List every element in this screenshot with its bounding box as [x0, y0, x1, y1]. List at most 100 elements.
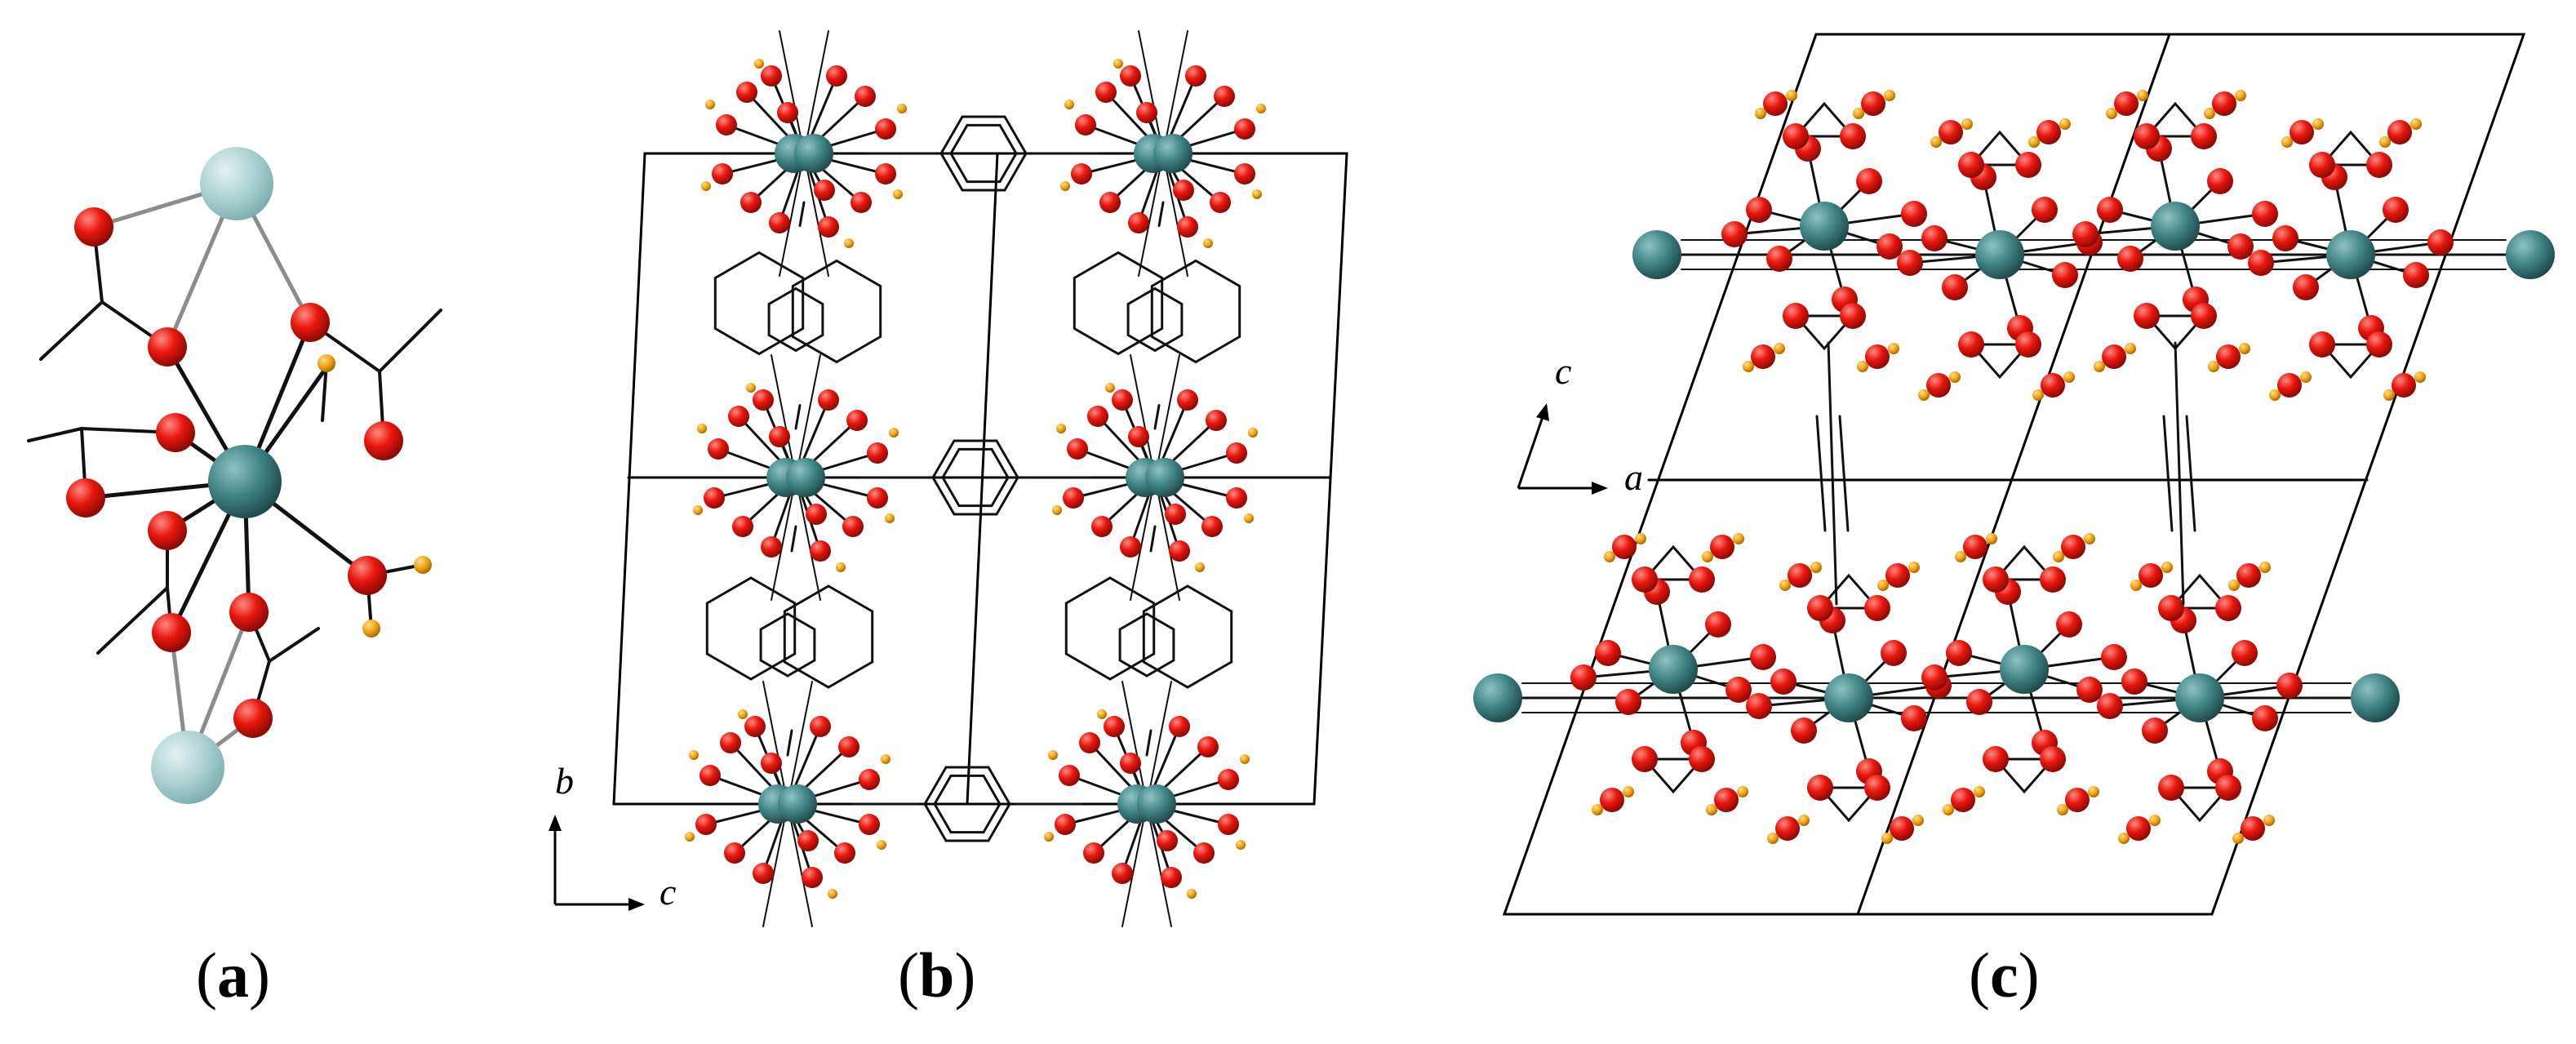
hydrogen-atom [705, 100, 715, 109]
oxygen-atom [700, 765, 721, 786]
oxygen-atom [1876, 233, 1903, 260]
oxygen-atom [2277, 373, 2302, 398]
oxygen-atom [2015, 152, 2041, 178]
oxygen-atom [1689, 746, 1715, 772]
oxygen-atom [1177, 389, 1198, 411]
hydrogen-atom [1592, 804, 1603, 815]
bond [39, 300, 104, 361]
hydrogen-atom [1949, 371, 1961, 383]
oxygen-atom [867, 442, 888, 464]
bond [96, 586, 169, 655]
metal-atom [208, 445, 282, 518]
benzene-ring [939, 115, 1028, 192]
hydrogen-atom [1623, 786, 1634, 797]
oxygen-atom [1173, 180, 1194, 201]
hydrogen-atom [1955, 551, 1966, 562]
oxygen-atom [1128, 212, 1149, 233]
oxygen-atom [842, 516, 864, 537]
carboxylate-group [1641, 544, 1705, 581]
hydrogen-atom [1908, 562, 1920, 573]
axis-label-a: a [1624, 456, 1643, 498]
benzene-ring [1118, 612, 1175, 677]
hydrogen-atom [1853, 108, 1864, 119]
bond [1145, 729, 1153, 757]
metal-atom [2351, 673, 2400, 722]
carboxylate-group [1641, 757, 1705, 794]
oxygen-atom [2293, 274, 2319, 300]
oxygen-atom [1840, 123, 1866, 149]
oxygen-atom [2036, 120, 2061, 144]
unit-cell-outline [1502, 33, 2526, 916]
hydrogen-atom [414, 556, 432, 574]
carboxylate-group [1968, 130, 2032, 167]
benzene-ring [949, 123, 1018, 184]
oxygen-atom [732, 516, 753, 537]
carboxylate-group [1817, 573, 1881, 610]
hydrogen-atom [2204, 108, 2215, 119]
metal-atom [1800, 202, 1849, 251]
oxygen-atom [2403, 262, 2429, 288]
oxygen-atom [2114, 91, 2139, 116]
hydrogen-atom [1702, 551, 1713, 562]
hydrogen-atom [1881, 833, 1893, 844]
oxygen-atom [797, 830, 819, 851]
hydrogen-atom [2414, 371, 2426, 383]
oxygen-atom [2041, 373, 2065, 398]
oxygen-atom [156, 413, 195, 452]
hydrogen-atom [1798, 815, 1810, 826]
hydrogen-atom [2239, 343, 2250, 354]
oxygen-atom [2102, 344, 2126, 369]
oxygen-atom [1881, 640, 1907, 666]
bond [786, 729, 793, 757]
oxygen-atom [1885, 563, 1910, 588]
hydrogen-atom [2232, 833, 2244, 844]
oxygen-atom [769, 426, 790, 447]
benzene-ring [1126, 287, 1184, 353]
oxygen-atom [1087, 406, 1108, 427]
hydrogen-atom [836, 562, 846, 572]
hydrogen-atom [877, 840, 886, 850]
bond [1827, 341, 1838, 606]
hydrogen-atom [2149, 815, 2161, 826]
oxygen-atom [810, 540, 831, 562]
oxygen-atom [2056, 611, 2082, 638]
oxygen-atom [1169, 540, 1190, 562]
panel-c-layer-view [1473, 33, 2555, 916]
oxygen-atom [761, 65, 782, 87]
bond [321, 362, 328, 422]
oxygen-atom [1612, 535, 1637, 559]
oxygen-atom [1807, 595, 1833, 621]
metal-atom [1473, 673, 1522, 722]
carboxylate-group [1817, 786, 1881, 823]
hydrogen-atom [2281, 136, 2293, 148]
hydrogen-atom [2094, 361, 2105, 372]
oxygen-atom [2366, 152, 2392, 178]
oxygen-atom [1112, 389, 1133, 411]
oxygen-atom [1921, 225, 1948, 251]
hydrogen-atom [2379, 136, 2391, 148]
oxygen-atom [2383, 197, 2409, 223]
oxygen-atom [2276, 673, 2303, 699]
hydrogen-atom [889, 428, 899, 438]
oxygen-atom [1750, 644, 1776, 670]
hydrogen-atom [754, 59, 764, 69]
oxygen-atom [2241, 816, 2265, 841]
oxygen-atom [1864, 595, 1890, 621]
oxygen-atom [1095, 82, 1117, 103]
oxygen-atom [2065, 788, 2090, 812]
carboxylate-group [2143, 314, 2207, 351]
oxygen-atom [1921, 664, 1948, 691]
metal-atom [2326, 230, 2375, 279]
benzene-ring [933, 774, 1002, 834]
hydrogen-atom [885, 513, 895, 523]
hydrogen-atom [1252, 189, 1262, 199]
oxygen-atom [1128, 426, 1149, 447]
oxygen-atom [1958, 331, 1984, 358]
hydrogen-atom [1240, 754, 1250, 764]
hydrogen-atom [1888, 343, 1899, 354]
oxygen-atom [2427, 229, 2454, 255]
metal-atom [2151, 202, 2200, 251]
hydrogen-atom [1986, 533, 1997, 544]
oxygen-atom [1210, 192, 1231, 213]
oxygen-atom [2215, 595, 2241, 621]
